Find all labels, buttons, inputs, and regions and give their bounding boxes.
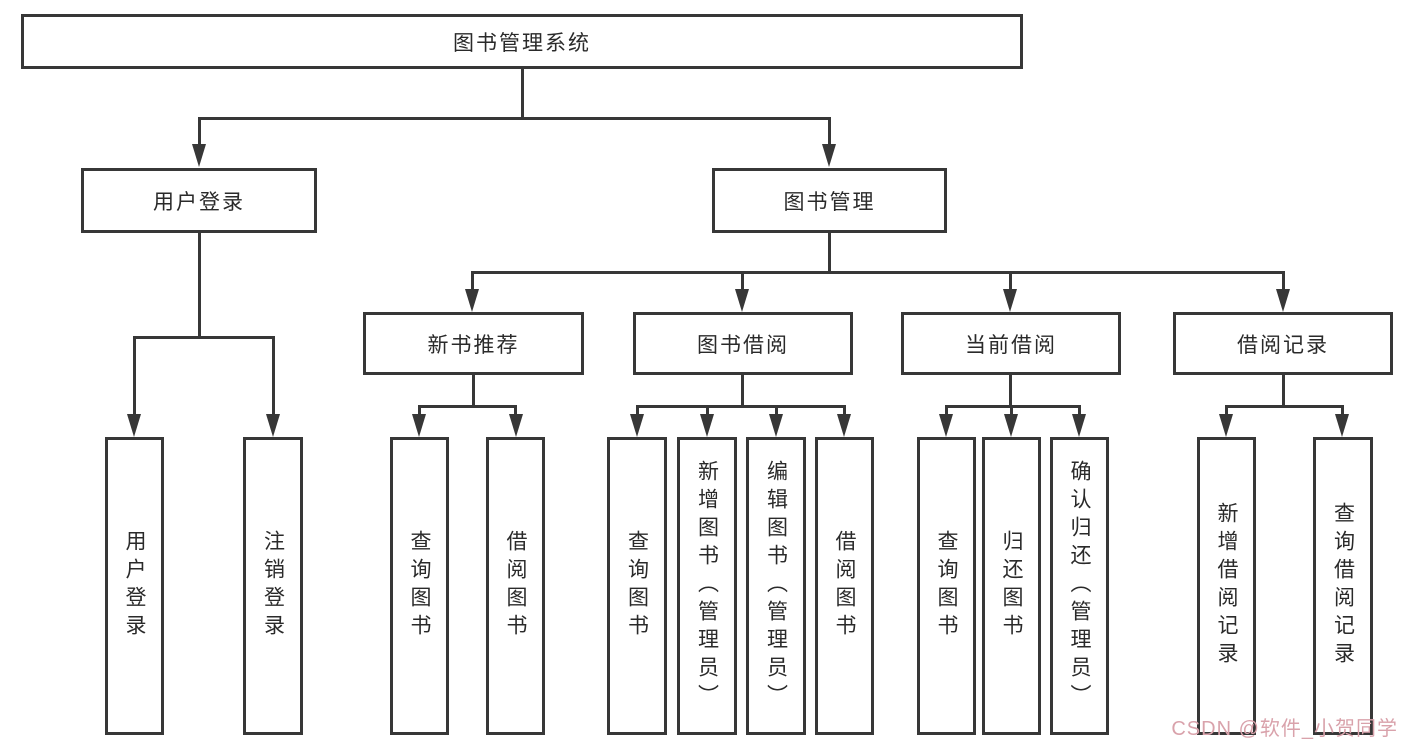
- node-logout-leaf: 注销登录: [243, 437, 303, 735]
- node-book-management-label: 图书管理: [783, 190, 876, 214]
- connector-line: [418, 405, 517, 408]
- node-user-login-leaf-label: 用户登录: [123, 530, 146, 642]
- node-query-books-borrow: 查询图书: [607, 437, 667, 735]
- connector-line: [843, 405, 846, 416]
- connector-line: [133, 336, 275, 339]
- arrowhead-down-icon: [192, 144, 206, 167]
- connector-line: [418, 405, 421, 416]
- connector-line: [1282, 375, 1285, 407]
- node-query-books-current-label: 查询图书: [935, 530, 958, 642]
- connector-line: [741, 375, 744, 407]
- arrowhead-down-icon: [127, 414, 141, 437]
- node-add-books-admin: 新增图书（管理员）: [677, 437, 737, 735]
- connector-line: [1282, 271, 1285, 291]
- node-root-label: 图书管理系统: [453, 31, 591, 55]
- node-user-login-leaf: 用户登录: [105, 437, 164, 735]
- connector-line: [1225, 405, 1228, 416]
- node-user-login-label: 用户登录: [153, 190, 245, 214]
- connector-line: [1009, 375, 1012, 407]
- arrowhead-down-icon: [837, 414, 851, 437]
- node-borrow-books-recommend-label: 借阅图书: [504, 530, 527, 642]
- node-borrow-books-leaf: 借阅图书: [815, 437, 874, 735]
- node-query-borrow-record-label: 查询借阅记录: [1331, 502, 1355, 670]
- arrowhead-down-icon: [939, 414, 953, 437]
- arrowhead-down-icon: [630, 414, 644, 437]
- connector-line: [1225, 405, 1344, 408]
- connector-line: [828, 117, 831, 147]
- node-query-borrow-record: 查询借阅记录: [1313, 437, 1373, 735]
- arrowhead-down-icon: [1276, 289, 1290, 312]
- connector-line: [1341, 405, 1344, 416]
- connector-line: [706, 405, 709, 416]
- node-root: 图书管理系统: [21, 14, 1023, 69]
- node-book-borrowing-label: 图书借阅: [697, 333, 789, 357]
- node-current-borrowing: 当前借阅: [901, 312, 1121, 375]
- node-add-borrow-record: 新增借阅记录: [1197, 437, 1256, 735]
- connector-line: [471, 271, 1284, 274]
- arrowhead-down-icon: [735, 289, 749, 312]
- node-return-books-label: 归还图书: [1000, 530, 1023, 642]
- connector-line: [1010, 405, 1013, 416]
- watermark: CSDN @软件_小贺同学: [1171, 718, 1398, 740]
- connector-line: [945, 405, 948, 416]
- connector-line: [133, 336, 136, 414]
- arrowhead-down-icon: [1072, 414, 1086, 437]
- node-borrow-books-leaf-label: 借阅图书: [833, 530, 856, 642]
- node-borrowing-records-label: 借阅记录: [1237, 333, 1329, 357]
- connector-line: [521, 69, 524, 120]
- arrowhead-down-icon: [266, 414, 280, 437]
- node-edit-books-admin: 编辑图书（管理员）: [746, 437, 806, 735]
- connector-line: [471, 271, 474, 291]
- node-book-borrowing: 图书借阅: [633, 312, 853, 375]
- node-query-books-borrow-label: 查询图书: [625, 530, 649, 642]
- connector-line: [1078, 405, 1081, 416]
- connector-line: [636, 405, 639, 416]
- node-add-books-admin-label: 新增图书（管理员）: [695, 460, 719, 712]
- node-add-borrow-record-label: 新增借阅记录: [1215, 502, 1238, 670]
- connector-line: [472, 375, 475, 407]
- node-query-books-recommend-label: 查询图书: [408, 530, 431, 642]
- node-query-books-current: 查询图书: [917, 437, 976, 735]
- connector-line: [198, 117, 201, 147]
- arrowhead-down-icon: [509, 414, 523, 437]
- arrowhead-down-icon: [412, 414, 426, 437]
- connector-line: [198, 233, 201, 339]
- node-edit-books-admin-label: 编辑图书（管理员）: [764, 460, 788, 712]
- connector-line: [741, 271, 744, 291]
- arrowhead-down-icon: [769, 414, 783, 437]
- node-new-book-recommend-label: 新书推荐: [427, 333, 520, 357]
- node-borrow-books-recommend: 借阅图书: [486, 437, 545, 735]
- node-query-books-recommend: 查询图书: [390, 437, 449, 735]
- arrowhead-down-icon: [700, 414, 714, 437]
- node-book-management: 图书管理: [712, 168, 947, 233]
- arrowhead-down-icon: [1219, 414, 1233, 437]
- connector-line: [1009, 271, 1012, 291]
- connector-line: [828, 233, 831, 274]
- node-logout-leaf-label: 注销登录: [261, 530, 285, 642]
- node-confirm-return-admin-label: 确认归还（管理员）: [1068, 460, 1091, 712]
- node-borrowing-records: 借阅记录: [1173, 312, 1393, 375]
- node-new-book-recommend: 新书推荐: [363, 312, 584, 375]
- arrowhead-down-icon: [1004, 414, 1018, 437]
- arrowhead-down-icon: [1335, 414, 1349, 437]
- arrowhead-down-icon: [465, 289, 479, 312]
- node-confirm-return-admin: 确认归还（管理员）: [1050, 437, 1109, 735]
- connector-line: [945, 405, 1081, 408]
- connector-line: [775, 405, 778, 416]
- node-return-books: 归还图书: [982, 437, 1041, 735]
- connector-line: [514, 405, 517, 416]
- node-current-borrowing-label: 当前借阅: [965, 333, 1057, 357]
- connector-line: [198, 117, 831, 120]
- connector-line: [636, 405, 845, 408]
- node-user-login: 用户登录: [81, 168, 317, 233]
- connector-line: [272, 336, 275, 414]
- arrowhead-down-icon: [1003, 289, 1017, 312]
- arrowhead-down-icon: [822, 144, 836, 167]
